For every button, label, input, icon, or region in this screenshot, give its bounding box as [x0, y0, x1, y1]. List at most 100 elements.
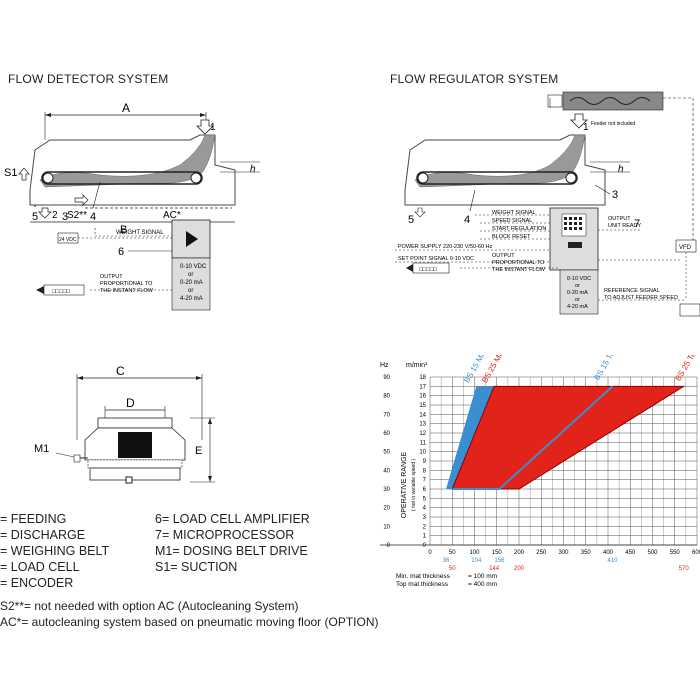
- hz-tick-label: 0: [387, 543, 391, 549]
- detector-label-2: 2: [52, 210, 58, 221]
- blue-value-label: 36: [443, 558, 450, 564]
- detector-label-3: 3: [62, 211, 68, 223]
- svg-text:□□□□□: □□□□□: [52, 289, 70, 295]
- speed-tick-label: 11: [420, 440, 427, 446]
- x-tick-label: 250: [536, 550, 547, 556]
- detector-amp-output: 0-10 VDC or 0-20 mA or 4-20 mA: [180, 264, 208, 302]
- hz-tick-label: 90: [383, 375, 390, 381]
- speed-tick-label: 1: [423, 534, 427, 540]
- x-tick-label: 550: [670, 550, 681, 556]
- speed-tick-label: 12: [419, 431, 426, 437]
- set-point-text: SET POINT SIGNAL 0-10 VDC: [398, 256, 474, 262]
- regulator-signals: WEIGHT SIGNAL SPEED SIGNAL START REGULAT…: [492, 210, 548, 240]
- regulator-mp-output: 0-10 VDC or 0-20 mA or 4-20 mA: [567, 276, 593, 310]
- series-label: BS 25 Top: [674, 355, 700, 383]
- speed-tick-label: 9: [423, 459, 427, 465]
- detector-label-4: 4: [90, 211, 96, 223]
- legend-item: M1= DOSING BELT DRIVE: [155, 544, 308, 558]
- speed-tick-label: 3: [423, 515, 427, 521]
- detector-vdc-box: 24 VDC: [59, 237, 77, 243]
- note-label: Top mat thickness: [396, 581, 449, 588]
- output-ready-text: OUTPUT UNIT READY: [608, 216, 642, 229]
- speed-tick-label: 14: [419, 412, 426, 418]
- x-tick-label: 300: [558, 550, 569, 556]
- speed-tick-label: 2: [423, 524, 427, 530]
- detector-output-text: OUTPUT PROPORTIONAL TO THE INSTANT FLOW: [100, 274, 154, 294]
- dim-a-label: A: [122, 101, 130, 115]
- speed-axis-title: m/min¹: [406, 362, 428, 369]
- flow-regulator-title: FLOW REGULATOR SYSTEM: [390, 72, 559, 86]
- operative-range-sub: ( not in variable speed ): [411, 459, 417, 512]
- regulator-label-5: 5: [408, 214, 414, 226]
- bs15-top-line: [452, 385, 614, 490]
- hz-tick-label: 60: [383, 431, 390, 437]
- cross-section-diagram: C D M1 E: [34, 364, 215, 484]
- speed-tick-label: 5: [423, 496, 427, 502]
- svg-text:□□□□□: □□□□□: [419, 267, 437, 273]
- legend-item: 7= MICROPROCESSOR: [155, 528, 295, 542]
- blue-value-label: 410: [607, 558, 618, 564]
- x-tick-label: 50: [449, 550, 456, 556]
- regulator-label-4: 4: [464, 214, 470, 226]
- m1-label: M1: [34, 443, 49, 455]
- speed-tick-label: 16: [419, 394, 426, 400]
- chart-ticks: 1817161514131211109876543210908070605040…: [383, 375, 700, 572]
- dim-b-label: B: [120, 224, 127, 236]
- note-value: = 100 mm: [468, 573, 497, 580]
- hz-tick-label: 10: [383, 524, 390, 530]
- detector-label-6: 6: [118, 246, 124, 258]
- blue-value-label: 156: [494, 558, 505, 564]
- detector-label-5: 5: [32, 211, 38, 223]
- legend-item: = WEIGHING BELT: [0, 544, 110, 558]
- detector-weight-signal: WEIGHT SIGNAL: [116, 230, 164, 236]
- legend-item: = FEEDING: [0, 512, 67, 526]
- legend-item: = ENCODER: [0, 576, 74, 590]
- feeder-note: Feeder not included: [591, 121, 635, 127]
- blue-value-label: 104: [471, 558, 482, 564]
- detector-s2-label: S2**: [67, 210, 87, 221]
- speed-tick-label: 13: [419, 422, 426, 428]
- regulator-output-text: OUTPUT PROPORTIONAL TO THE INSTANT FLOW: [492, 253, 546, 273]
- legend-left: = FEEDING = DISCHARGE = WEIGHING BELT = …: [0, 511, 109, 591]
- power-supply-text: POWER SUPPLY 220-230 V/50-60 Hz: [398, 244, 493, 250]
- dim-c-label: C: [116, 364, 125, 378]
- legend-item: 6= LOAD CELL AMPLIFIER: [155, 512, 310, 526]
- series-label: BS 15 Top: [592, 355, 618, 382]
- flow-detector-diagram: A 1 h S1 2 S2** AC* B 5 3 4 WEIGHT SIGNA…: [4, 101, 260, 311]
- red-value-label: 570: [679, 566, 690, 572]
- hz-tick-label: 30: [383, 487, 390, 493]
- regulator-h-label: h: [618, 164, 624, 175]
- legend-item: = DISCHARGE: [0, 528, 86, 542]
- speed-tick-label: 7: [423, 478, 427, 484]
- speed-tick-label: 8: [423, 468, 427, 474]
- x-tick-label: 400: [603, 550, 614, 556]
- speed-tick-label: 17: [419, 384, 426, 390]
- speed-tick-label: 18: [419, 375, 426, 381]
- x-tick-label: 450: [625, 550, 636, 556]
- flow-detector-title: FLOW DETECTOR SYSTEM: [8, 72, 169, 86]
- legend-right: 6= LOAD CELL AMPLIFIER 7= MICROPROCESSOR…: [155, 511, 310, 575]
- x-tick-label: 600: [692, 550, 700, 556]
- x-tick-label: 500: [647, 550, 658, 556]
- speed-tick-label: 15: [419, 403, 426, 409]
- vfd-label: VFD: [679, 245, 692, 251]
- hz-tick-label: 50: [383, 450, 390, 456]
- detector-h-label: h: [250, 164, 256, 175]
- x-tick-label: 100: [469, 550, 480, 556]
- x-tick-label: 0: [428, 550, 432, 556]
- regulator-label-7: 7: [634, 218, 640, 230]
- reference-signal-text: REFERENCE SIGNAL TO ADJUST FEEDER SPEED: [604, 288, 678, 301]
- hz-tick-label: 40: [383, 468, 390, 474]
- regulator-label-1: 1: [583, 122, 589, 133]
- speed-tick-label: 6: [423, 487, 427, 493]
- hz-axis-title: Hz: [380, 362, 389, 369]
- dim-e-label: E: [195, 445, 202, 457]
- x-tick-label: 350: [581, 550, 592, 556]
- speed-tick-label: 0: [423, 543, 427, 549]
- hz-tick-label: 70: [383, 412, 390, 418]
- red-value-label: 144: [489, 566, 500, 572]
- red-value-label: 50: [449, 566, 456, 572]
- hz-tick-label: 20: [383, 506, 390, 512]
